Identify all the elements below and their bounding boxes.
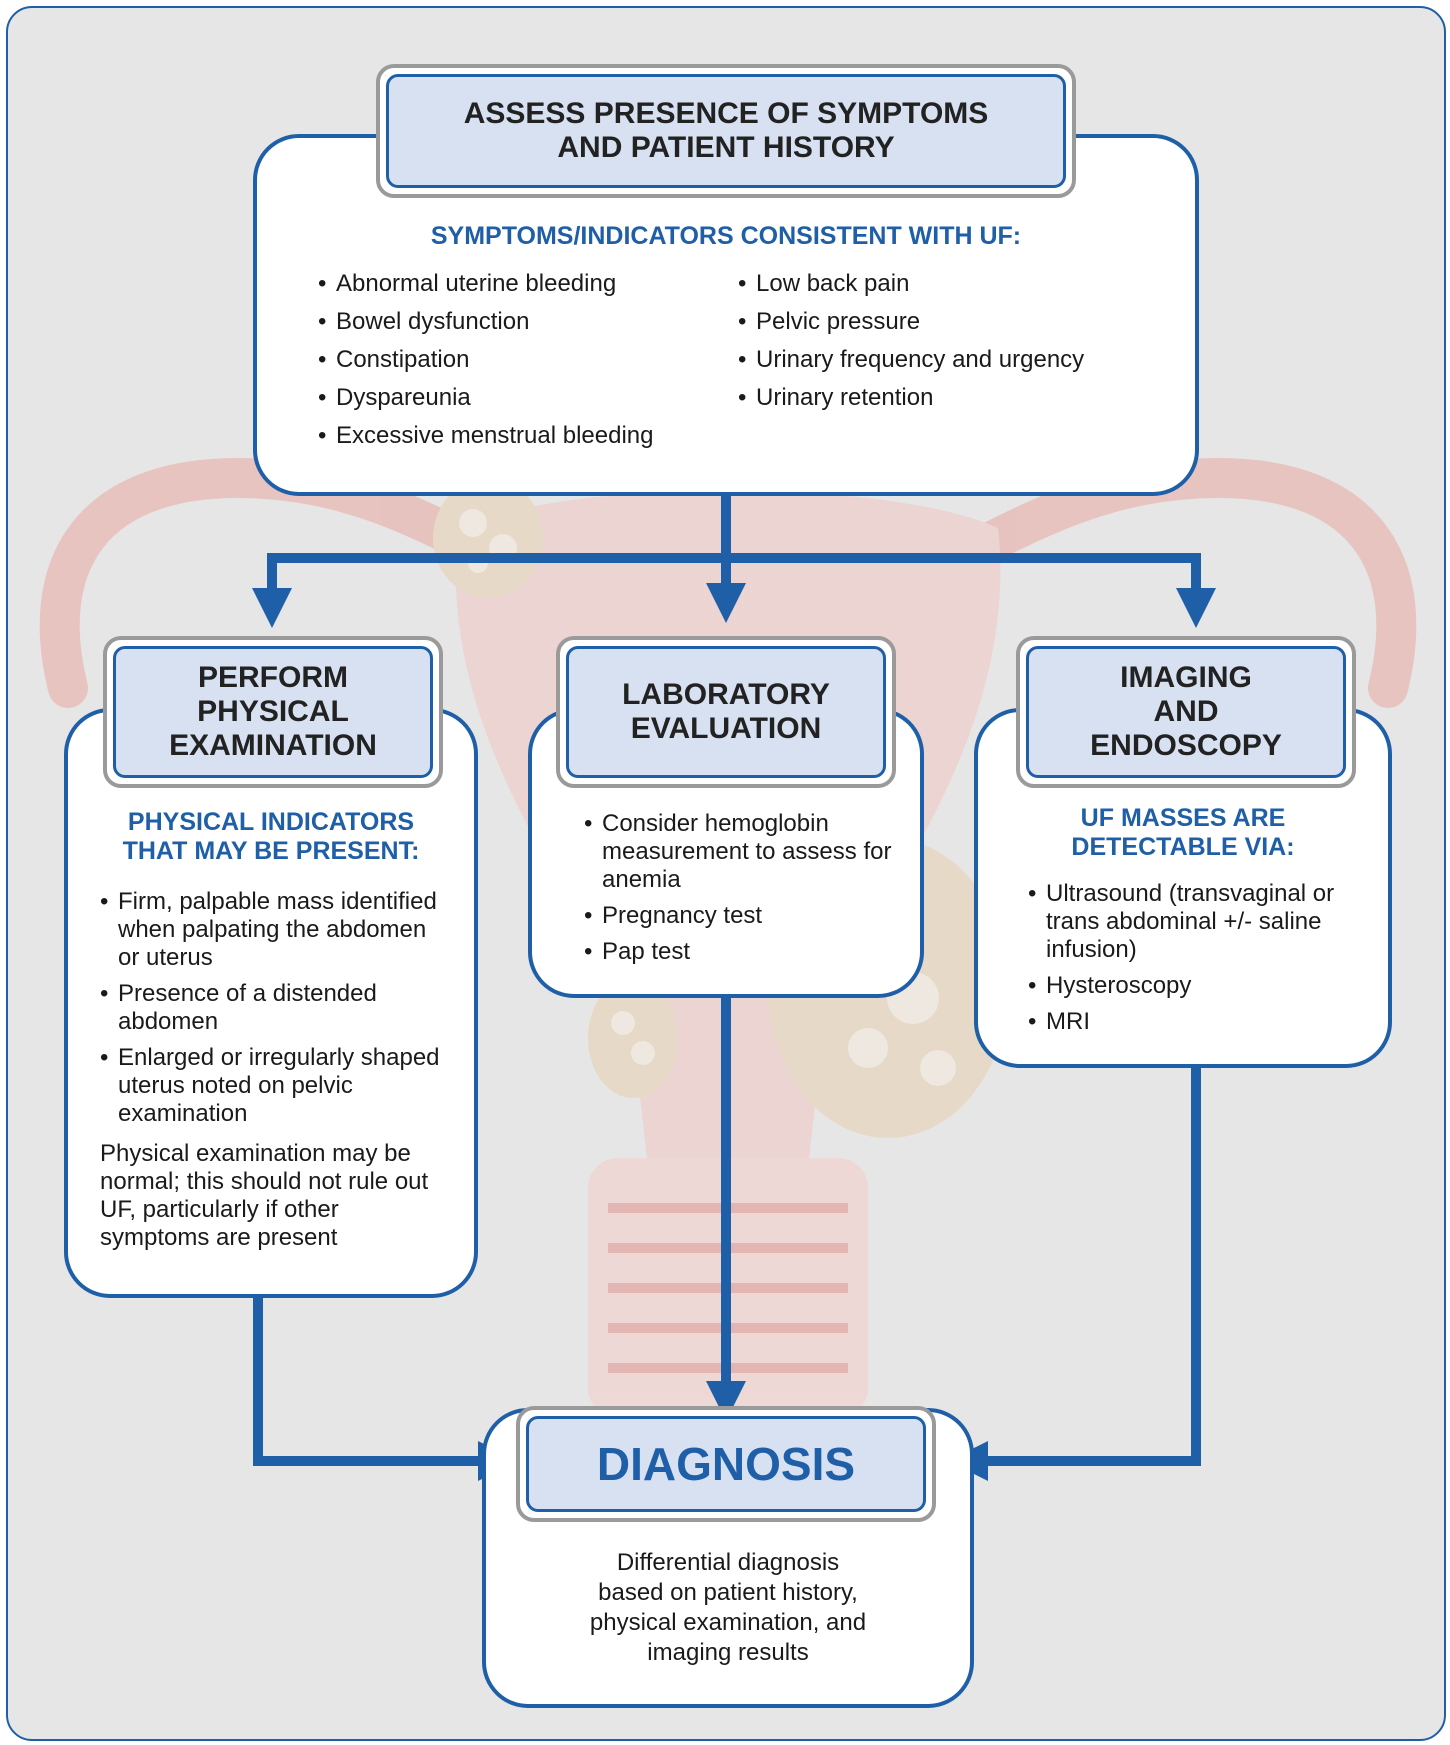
imaging-list: Ultrasound (transvaginal or trans abdomi… (1028, 880, 1358, 1044)
diagnosis-title: DIAGNOSIS (526, 1416, 926, 1512)
list-item: Urinary retention (738, 384, 1158, 412)
imaging-subtitle: UF MASSES ARE DETECTABLE VIA: (1071, 804, 1295, 861)
diagnosis-header: DIAGNOSIS (516, 1406, 936, 1522)
physical-header: PERFORM PHYSICAL EXAMINATION (103, 636, 443, 788)
list-item: Abnormal uterine bleeding (318, 270, 738, 298)
list-item: Consider hemoglobin measurement to asses… (584, 810, 904, 894)
list-item: Presence of a distended abdomen (100, 980, 450, 1036)
list-item: Low back pain (738, 270, 1158, 298)
physical-list: Firm, palpable mass identified when palp… (100, 888, 450, 1136)
assess-left-list: Abnormal uterine bleeding Bowel dysfunct… (318, 270, 738, 460)
list-item: Pelvic pressure (738, 308, 1158, 336)
list-item: Urinary frequency and urgency (738, 346, 1158, 374)
flow-arrows (252, 496, 1216, 1481)
list-item: Bowel dysfunction (318, 308, 738, 336)
list-item: Constipation (318, 346, 738, 374)
list-item: Pap test (584, 938, 904, 966)
physical-title: PERFORM PHYSICAL EXAMINATION (113, 646, 433, 778)
arrow-to-physical (252, 553, 726, 628)
imaging-header: IMAGING AND ENDOSCOPY (1016, 636, 1356, 788)
list-item: Firm, palpable mass identified when palp… (100, 888, 450, 972)
physical-subtitle: PHYSICAL INDICATORS THAT MAY BE PRESENT: (122, 808, 420, 865)
list-item: Ultrasound (transvaginal or trans abdomi… (1028, 880, 1358, 964)
diagram-frame: ASSESS PRESENCE OF SYMPTOMS AND PATIENT … (6, 6, 1446, 1741)
list-item: Pregnancy test (584, 902, 904, 930)
assess-subtitle: SYMPTOMS/INDICATORS CONSISTENT WITH UF: (430, 222, 1022, 250)
list-item: Hysteroscopy (1028, 972, 1358, 1000)
lab-list: Consider hemoglobin measurement to asses… (584, 810, 904, 974)
arrow-imaging-to-diagnosis (948, 1066, 1201, 1481)
assess-right-list: Low back pain Pelvic pressure Urinary fr… (738, 270, 1158, 422)
assess-title: ASSESS PRESENCE OF SYMPTOMS AND PATIENT … (386, 74, 1066, 188)
arrow-to-imaging (726, 553, 1216, 628)
arrow-physical-to-diagnosis (253, 1296, 518, 1481)
list-item: Enlarged or irregularly shaped uterus no… (100, 1044, 450, 1128)
lab-header: LABORATORY EVALUATION (556, 636, 896, 788)
list-item: Excessive menstrual bleeding (318, 422, 738, 450)
physical-note: Physical examination may be normal; this… (100, 1140, 429, 1251)
lab-title: LABORATORY EVALUATION (566, 646, 886, 778)
list-item: Dyspareunia (318, 384, 738, 412)
imaging-title: IMAGING AND ENDOSCOPY (1026, 646, 1346, 778)
assess-header: ASSESS PRESENCE OF SYMPTOMS AND PATIENT … (376, 64, 1076, 198)
list-item: MRI (1028, 1008, 1358, 1036)
diagnosis-text: Differential diagnosis based on patient … (589, 1549, 867, 1666)
